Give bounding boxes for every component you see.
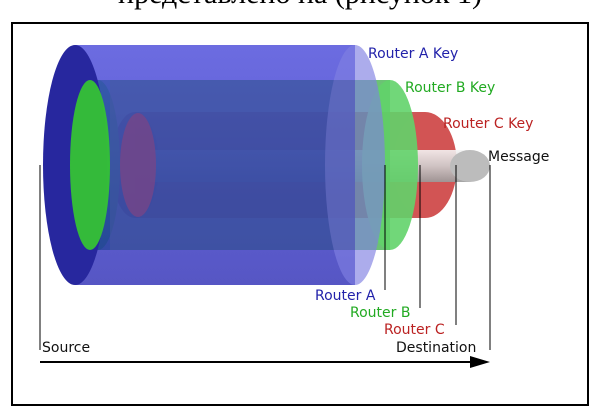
source-label: Source: [42, 340, 90, 356]
router-c-label: Router C: [384, 322, 445, 338]
router-a-end-cap: [325, 45, 385, 285]
router-a-front-inner: [70, 80, 110, 250]
arrow-head-icon: [470, 356, 490, 368]
message-label: Message: [488, 149, 549, 165]
router-b-label: Router B: [350, 305, 410, 321]
destination-label: Destination: [396, 340, 476, 356]
router-b-key-label: Router B Key: [405, 80, 495, 96]
router-a-label: Router A: [315, 288, 376, 304]
router-a-core: [120, 113, 156, 217]
router-a-layer: [43, 45, 385, 285]
router-a-key-label: Router A Key: [368, 46, 458, 62]
source-to-destination-arrow: [40, 356, 490, 368]
drop-lines: [39, 165, 491, 350]
router-a-translucent-overlay: [110, 80, 355, 250]
router-c-key-label: Router C Key: [443, 116, 533, 132]
message-end-cap: [450, 150, 490, 182]
figure-caption: представлено на (рисунок 1): [0, 0, 600, 14]
